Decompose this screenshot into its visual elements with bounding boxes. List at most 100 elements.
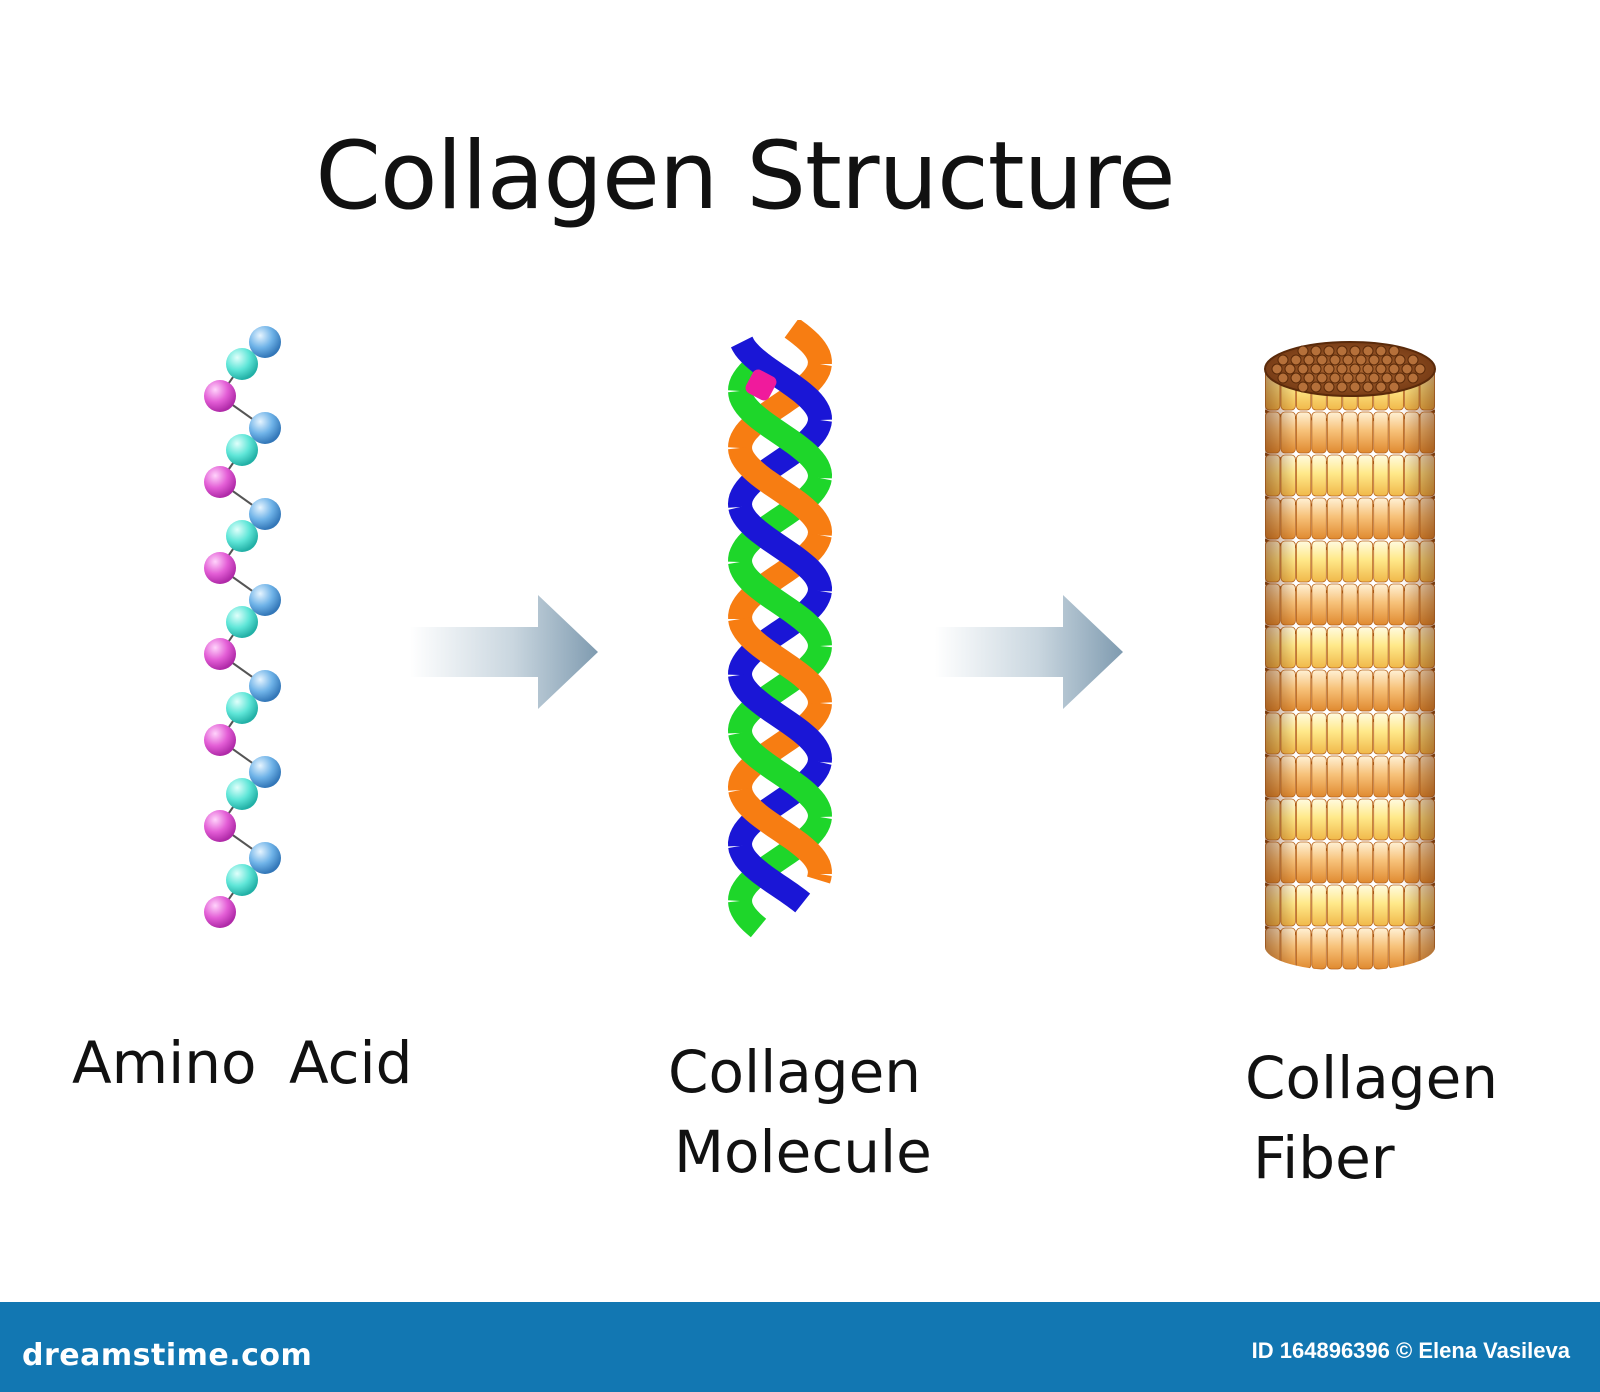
fiber-cap-fibril-end: [1407, 372, 1419, 384]
fiber-cap-fibril-end: [1277, 372, 1289, 384]
helix-strand-blue: [727, 418, 832, 508]
amino-bead-pink: [204, 552, 236, 584]
amino-bead-cyan: [226, 520, 258, 552]
amino-bead-blue: [249, 412, 281, 444]
fiber-cap-fibril-end: [1362, 363, 1374, 375]
fiber-cap-fibril-end: [1284, 363, 1296, 375]
amino-bead-cyan: [226, 692, 258, 724]
fiber-cap-fibril-end: [1310, 381, 1322, 393]
helix-strand-orange: [728, 787, 832, 874]
fiber-cap-fibril-end: [1297, 345, 1309, 357]
label-collagen-fiber: Collagen Fiber: [1245, 1038, 1498, 1198]
fiber-cap-fibril-end: [1355, 372, 1367, 384]
fiber-cap-fibril-end: [1394, 372, 1406, 384]
fiber-cap-fibril-end: [1349, 381, 1361, 393]
helix-strand-green: [728, 899, 767, 938]
helix-strand-green: [728, 560, 832, 647]
amino-bead-blue: [249, 498, 281, 530]
helix-strand-orange: [807, 872, 832, 884]
fiber-cap-fibril-end: [1401, 363, 1413, 375]
fiber-cap-fibril-end: [1310, 345, 1322, 357]
fiber-cap-fibril-end: [1355, 354, 1367, 366]
helix-strand-orange: [728, 617, 832, 704]
fiber-cap-fibril-end: [1362, 345, 1374, 357]
helix-strand-orange: [728, 532, 832, 619]
fiber-cap-fibril-end: [1329, 354, 1341, 366]
helix-strand-blue: [728, 589, 832, 676]
fiber-cap-fibril-end: [1271, 363, 1283, 375]
helix-strand-blue: [727, 759, 832, 847]
footer-image-credit: ID 164896396 © Elena Vasileva: [1251, 1338, 1570, 1363]
fiber-cap-fibril-end: [1375, 381, 1387, 393]
page-title: Collagen Structure: [315, 122, 1175, 231]
fiber-cap-fibril-end: [1342, 372, 1354, 384]
arrow-right-icon: [410, 595, 598, 709]
fiber-cap-fibril-end: [1310, 363, 1322, 375]
fiber-cap-fibril-end: [1297, 381, 1309, 393]
fiber-cap-fibril-end: [1388, 381, 1400, 393]
amino-bead-pink: [204, 724, 236, 756]
fiber-cap-fibril-end: [1349, 363, 1361, 375]
fiber-cap-fibril-end: [1323, 345, 1335, 357]
label-collagen-molecule: Collagen Molecule: [668, 1032, 932, 1192]
helix-strand-green: [728, 475, 832, 563]
fiber-cap-fibril-end: [1303, 354, 1315, 366]
fiber-shading: [1265, 369, 1435, 971]
amino-bead-cyan: [226, 778, 258, 810]
amino-bead-blue: [249, 842, 281, 874]
label-collagen-molecule-line1: Collagen: [668, 1038, 922, 1106]
helix-strand-blue: [728, 504, 833, 592]
fiber-cap-fibril-end: [1323, 381, 1335, 393]
amino-bead-pink: [204, 810, 236, 842]
amino-acid-chain: [204, 326, 281, 928]
fiber-cap-fibril-end: [1290, 372, 1302, 384]
label-collagen-molecule-line2: Molecule: [674, 1118, 932, 1186]
helix-strand-orange: [784, 320, 832, 364]
fiber-cap-fibril-end: [1297, 363, 1309, 375]
fiber-cap-fibril-end: [1323, 363, 1335, 375]
helix-strand-blue: [728, 673, 833, 763]
helix-strand-orange: [727, 701, 832, 791]
amino-bead-cyan: [226, 864, 258, 896]
fiber-cap-fibril-end: [1381, 354, 1393, 366]
watermark-footer-bar: dreamstime.com ID 164896396 © Elena Vasi…: [0, 1302, 1600, 1392]
fiber-cap-fibril-end: [1316, 354, 1328, 366]
fiber-cap-fibril-end: [1381, 372, 1393, 384]
fiber-cap-fibril-end: [1375, 345, 1387, 357]
fiber-cap-fibril-end: [1336, 345, 1348, 357]
footer-brand-logo: dreamstime.com: [22, 1338, 313, 1373]
amino-bead-blue: [249, 326, 281, 358]
fiber-cap-fibril-end: [1290, 354, 1302, 366]
amino-bead-cyan: [226, 348, 258, 380]
helix-strand-green: [727, 644, 832, 734]
fiber-cap-fibril-end: [1388, 363, 1400, 375]
fiber-cap-fibril-end: [1368, 372, 1380, 384]
fiber-cap-fibril-end: [1368, 354, 1380, 366]
label-collagen-fiber-line1: Collagen: [1245, 1044, 1499, 1112]
helix-strand-blue: [728, 844, 811, 913]
label-collagen-fiber-line2: Fiber: [1253, 1124, 1395, 1192]
fiber-cap-fibril-end: [1336, 381, 1348, 393]
fiber-cap-fibril-end: [1342, 354, 1354, 366]
amino-bead-blue: [249, 756, 281, 788]
arrow-right-icon: [935, 595, 1123, 709]
fiber-cap-fibril-end: [1375, 363, 1387, 375]
fiber-cap-fibril-end: [1336, 363, 1348, 375]
amino-bead-pink: [204, 466, 236, 498]
fiber-cap-fibril-end: [1394, 354, 1406, 366]
amino-bead-cyan: [226, 434, 258, 466]
fiber-cap-fibril-end: [1349, 345, 1361, 357]
fiber-cap-fibril-end: [1407, 354, 1419, 366]
collagen-fiber-bundle: [1264, 341, 1436, 971]
helix-strand-orange: [728, 362, 832, 449]
fiber-cap-fibril-end: [1277, 354, 1289, 366]
amino-bead-blue: [249, 584, 281, 616]
collagen-triple-helix: [727, 320, 833, 938]
fiber-cap-fibril-end: [1388, 345, 1400, 357]
fiber-cap-fibril-end: [1303, 372, 1315, 384]
amino-bead-pink: [204, 380, 236, 412]
helix-strand-green: [728, 361, 760, 392]
fiber-cap-fibril-end: [1329, 372, 1341, 384]
amino-bead-blue: [249, 670, 281, 702]
